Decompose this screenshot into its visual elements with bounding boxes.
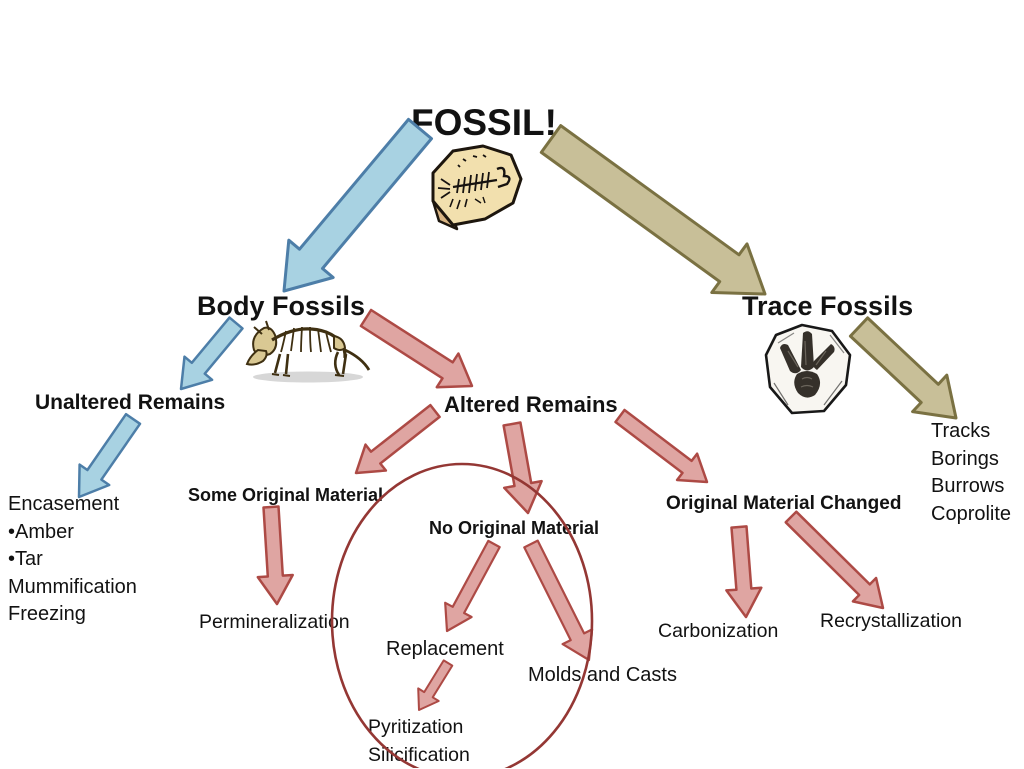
list-item: •Amber [8,520,74,543]
node-permineralization: Permineralization [199,611,350,633]
arrow-altered-to-original-changed [614,408,709,484]
node-some-original-material: Some Original Material [188,485,384,505]
arrow-altered-to-no-original [502,421,543,515]
node-recrystallization: Recrystallization [820,610,962,632]
node-body-fossils: Body Fossils [197,291,366,321]
arrow-fossil-to-trace-fossils [539,124,767,296]
triceratops-skeleton-icon [245,320,371,383]
list-item: Silicification [368,744,470,767]
arrow-altered-to-some-original [354,403,441,475]
page-title: FOSSIL! [411,102,557,143]
arrow-body-to-unaltered [179,316,244,391]
arrow-fossil-to-body-fossils [282,117,433,293]
list-item: Burrows [931,475,1005,498]
arrow-replacement-to-pyritization [417,659,454,711]
node-no-original-material: No Original Material [429,518,600,538]
list-item: Mummification [8,575,137,598]
node-trace-fossils: Trace Fossils [742,291,914,321]
list-item: Pyritization [368,716,464,738]
arrow-body-to-altered [359,308,474,389]
list-item: Borings [931,447,999,470]
list-item: •Tar [8,548,43,571]
node-original-material-changed: Original Material Changed [666,493,902,514]
node-unaltered-remains: Unaltered Remains [35,391,226,414]
arrow-original-changed-to-recrystallization [784,510,885,610]
node-altered-remains: Altered Remains [444,392,618,417]
dinosaur-footprint-icon [764,323,852,415]
arrow-trace-to-tracks [848,316,958,420]
encasement-methods-list: Encasement •Amber •Tar Mummification Fre… [8,491,137,629]
list-item: Freezing [8,603,86,626]
fish-fossil-rock-icon [431,144,523,231]
node-molds-and-casts: Molds and Casts [528,664,677,686]
arrow-unaltered-to-encasement [77,412,142,499]
list-item: Encasement [8,493,120,515]
replacement-types-list: Pyritization Silicification [368,713,470,769]
arrow-original-changed-to-carbonization [725,525,763,619]
arrow-no-original-to-molds [523,539,594,662]
node-carbonization: Carbonization [658,620,779,642]
node-replacement: Replacement [386,638,504,660]
arrow-some-original-to-permineralization [256,505,294,606]
arrow-no-original-to-replacement [444,539,501,633]
trace-fossil-types-list: Tracks Borings Burrows Coprolite [931,418,1011,528]
list-item: Coprolite [931,502,1012,525]
list-item: Tracks [931,420,991,442]
